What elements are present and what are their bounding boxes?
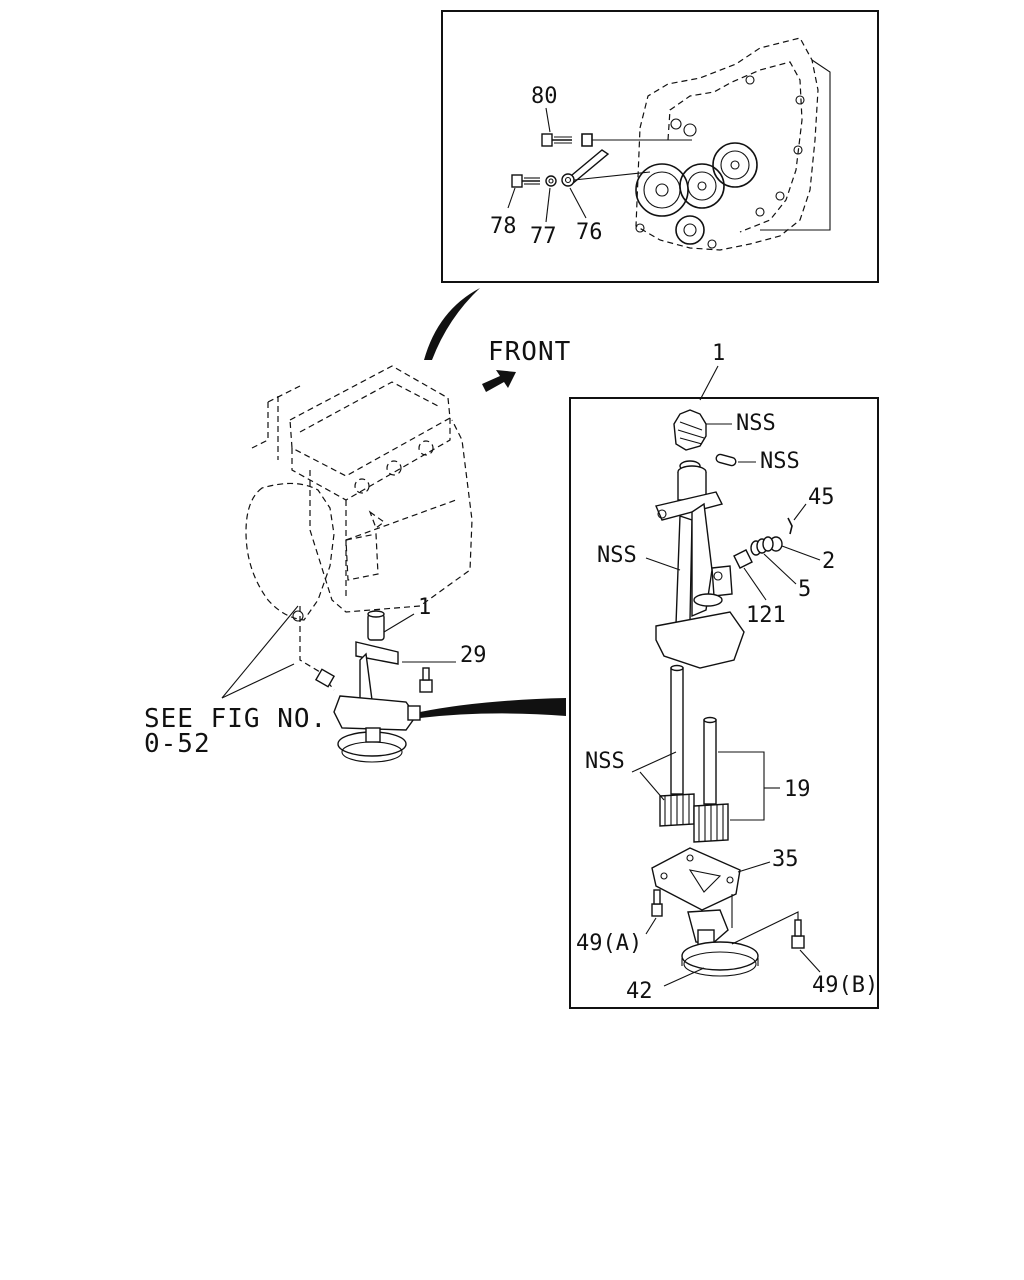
callout-78: 78 — [490, 214, 517, 239]
callout-1-assembly: 1 — [712, 341, 725, 366]
engine-block-drawing — [245, 365, 473, 691]
callout-nss-gear: NSS — [736, 411, 776, 436]
oil-strainer-42 — [681, 909, 759, 977]
driven-gear-set — [693, 716, 729, 843]
inset-frame — [441, 10, 879, 283]
bolt-29 — [419, 667, 433, 693]
callout-76: 76 — [576, 220, 603, 245]
washer-77 — [545, 175, 557, 187]
pin-45 — [787, 517, 793, 535]
oil-pump-detail-box: 1 NSS NSS NSS — [569, 341, 879, 1009]
callout-1-engine: 1 — [418, 595, 431, 620]
see-fig-label: SEE FIG NO. — [144, 704, 327, 734]
installed-oil-pump — [333, 610, 421, 763]
drive-gear — [673, 409, 707, 451]
gear-pin — [715, 453, 737, 467]
timing-cover-inset: 80 78 77 76 — [441, 10, 879, 283]
bolt-78 — [511, 174, 540, 188]
callout-45: 45 — [808, 485, 835, 510]
pump-cover-35 — [651, 847, 741, 911]
callout-19: 19 — [784, 777, 811, 802]
callout-42: 42 — [626, 979, 653, 1004]
front-indicator: FRONT — [482, 337, 571, 392]
bolt-49a — [651, 889, 663, 917]
drive-shaft-gear — [659, 664, 695, 827]
callout-121: 121 — [746, 603, 786, 628]
front-label: FRONT — [488, 337, 571, 367]
callout-5: 5 — [798, 577, 811, 602]
callout-35: 35 — [772, 847, 799, 872]
callout-nss-shaft: NSS — [585, 749, 625, 774]
see-fig-reference: SEE FIG NO. 0-52 — [144, 605, 327, 759]
bolt-80 — [541, 133, 572, 147]
oil-nozzle-76 — [561, 149, 610, 187]
detail-frame — [569, 397, 879, 1009]
callout-49b: 49(B) — [812, 973, 878, 998]
pump-body — [655, 465, 745, 669]
bolt-49b — [791, 919, 805, 949]
callout-29: 29 — [460, 643, 487, 668]
inset-pointer-arrow — [424, 288, 480, 360]
callout-nss-body: NSS — [597, 543, 637, 568]
relief-valve-121 — [733, 549, 753, 569]
detail-pointer-arrow — [420, 698, 566, 718]
callout-nss-pin: NSS — [760, 449, 800, 474]
callout-77: 77 — [530, 224, 557, 249]
spring-5 — [750, 536, 774, 556]
callout-80: 80 — [531, 84, 558, 109]
callout-49a: 49(A) — [576, 931, 642, 956]
callout-2: 2 — [822, 549, 835, 574]
front-arrow-icon — [482, 370, 516, 392]
timing-case-drawing — [635, 37, 831, 251]
see-fig-number: 0-52 — [144, 729, 211, 759]
